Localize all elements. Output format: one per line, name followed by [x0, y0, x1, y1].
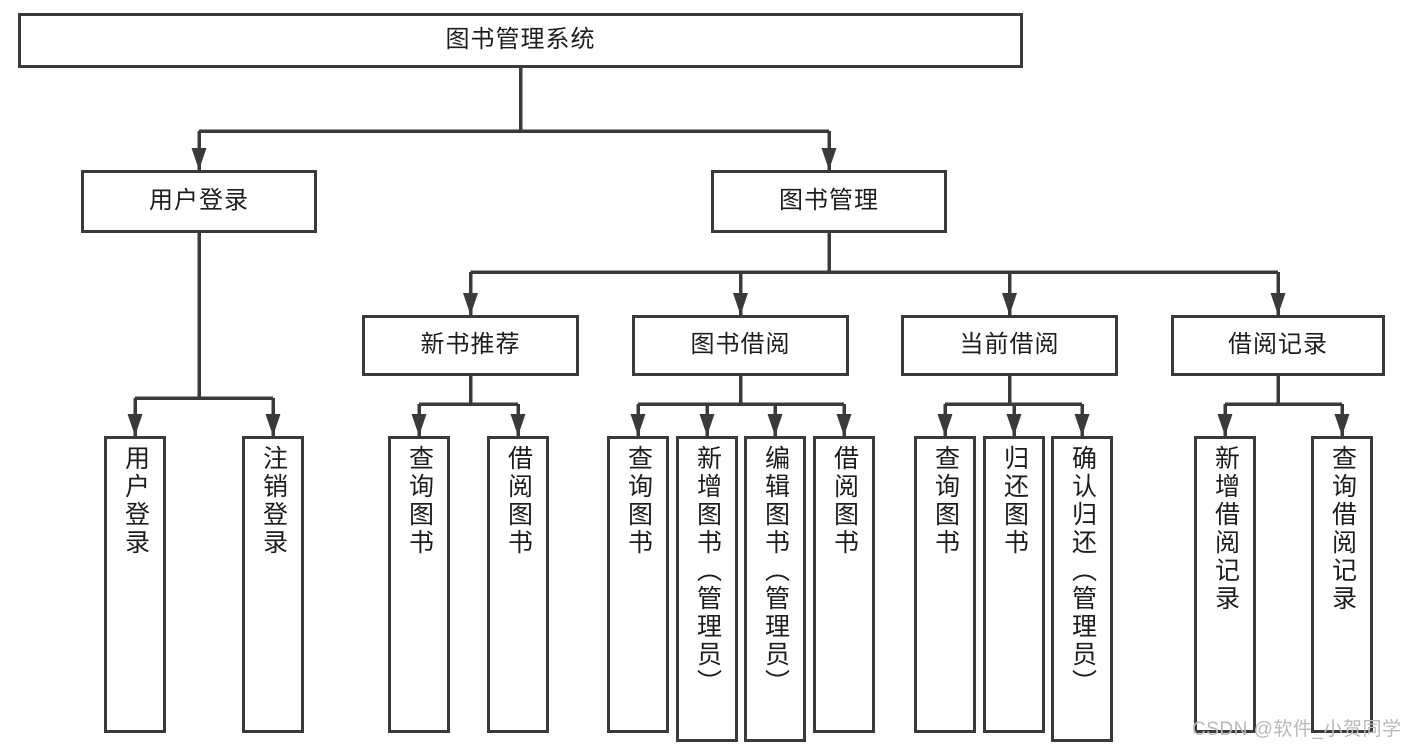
- node-label-leaf-cb-query: 查询图书: [931, 445, 960, 557]
- node-label-leaf-bb-query: 查询图书: [624, 445, 653, 557]
- arrowhead-book-borrow: [733, 293, 748, 315]
- arrowhead-user-login: [191, 148, 207, 170]
- node-current-borrow[interactable]: 当前借阅: [901, 315, 1118, 376]
- node-leaf-logout[interactable]: 注销登录: [242, 436, 304, 733]
- arrowhead-new-book-rec: [463, 293, 478, 315]
- node-label-leaf-user-login: 用户登录: [121, 445, 150, 557]
- arrowhead-leaf-cb-query: [937, 414, 953, 436]
- arrowhead-leaf-bb-query: [630, 414, 646, 436]
- node-leaf-cb-query[interactable]: 查询图书: [914, 436, 976, 733]
- node-leaf-bb-add[interactable]: 新增图书（管理员）: [676, 436, 738, 742]
- node-label-leaf-bb-edit: 编辑图书（管理员）: [761, 445, 790, 697]
- node-label-leaf-cb-confirm: 确认归还（管理员）: [1068, 445, 1097, 697]
- arrowhead-leaf-logout: [265, 414, 281, 436]
- node-leaf-cb-return[interactable]: 归还图书: [983, 436, 1045, 733]
- node-label-leaf-bb-borrow: 借阅图书: [830, 445, 859, 557]
- arrowhead-leaf-rec-borrow: [510, 414, 526, 436]
- arrowhead-book-manage: [821, 148, 837, 170]
- node-leaf-bb-edit[interactable]: 编辑图书（管理员）: [744, 436, 806, 742]
- node-book-manage[interactable]: 图书管理: [711, 170, 947, 233]
- node-new-book-rec[interactable]: 新书推荐: [362, 315, 579, 376]
- arrowhead-leaf-br-add: [1217, 414, 1233, 436]
- node-leaf-br-add[interactable]: 新增借阅记录: [1194, 436, 1256, 733]
- arrowhead-leaf-cb-return: [1006, 414, 1022, 436]
- node-book-borrow[interactable]: 图书借阅: [632, 315, 849, 376]
- arrowhead-current-borrow: [1002, 293, 1017, 315]
- arrowhead-leaf-br-query: [1334, 414, 1350, 436]
- arrowhead-leaf-bb-edit: [767, 414, 783, 436]
- node-label-user-login: 用户登录: [149, 187, 249, 215]
- node-label-leaf-rec-query: 查询图书: [405, 445, 434, 557]
- arrowhead-leaf-bb-add: [699, 414, 715, 436]
- node-leaf-bb-query[interactable]: 查询图书: [607, 436, 669, 733]
- node-leaf-rec-query[interactable]: 查询图书: [388, 436, 450, 733]
- arrowhead-leaf-bb-borrow: [836, 414, 852, 436]
- node-label-leaf-rec-borrow: 借阅图书: [504, 445, 533, 557]
- arrowhead-leaf-cb-confirm: [1074, 414, 1090, 436]
- node-leaf-bb-borrow[interactable]: 借阅图书: [813, 436, 875, 733]
- arrowhead-borrow-record: [1270, 293, 1286, 315]
- node-label-borrow-record: 借阅记录: [1228, 331, 1328, 359]
- node-label-new-book-rec: 新书推荐: [420, 331, 521, 359]
- node-label-leaf-br-add: 新增借阅记录: [1211, 445, 1240, 613]
- node-borrow-record[interactable]: 借阅记录: [1171, 315, 1385, 376]
- watermark: CSDN @软件_小贺同学: [1192, 719, 1402, 740]
- node-leaf-br-query[interactable]: 查询借阅记录: [1311, 436, 1373, 733]
- node-leaf-user-login[interactable]: 用户登录: [104, 436, 166, 733]
- node-root[interactable]: 图书管理系统: [18, 13, 1023, 68]
- node-label-book-borrow: 图书借阅: [690, 331, 791, 359]
- node-label-current-borrow: 当前借阅: [959, 331, 1060, 359]
- node-user-login[interactable]: 用户登录: [81, 170, 317, 233]
- arrowhead-leaf-rec-query: [411, 414, 427, 436]
- arrowhead-leaf-user-login: [127, 414, 143, 436]
- node-label-leaf-cb-return: 归还图书: [1000, 445, 1029, 557]
- node-label-root: 图书管理系统: [445, 26, 596, 54]
- node-leaf-rec-borrow[interactable]: 借阅图书: [487, 436, 549, 733]
- node-label-leaf-bb-add: 新增图书（管理员）: [693, 445, 722, 697]
- node-label-leaf-logout: 注销登录: [259, 445, 288, 557]
- node-label-book-manage: 图书管理: [779, 187, 879, 215]
- node-label-leaf-br-query: 查询借阅记录: [1328, 445, 1357, 613]
- node-leaf-cb-confirm[interactable]: 确认归还（管理员）: [1051, 436, 1113, 742]
